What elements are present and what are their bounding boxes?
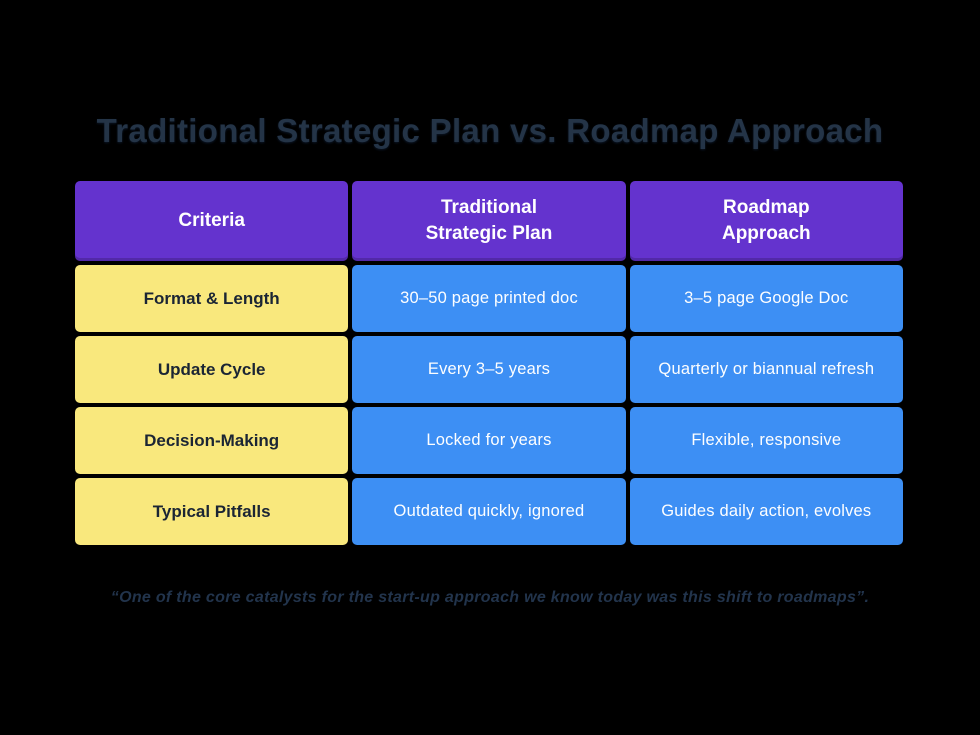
table-row-4-criteria: Typical Pitfalls bbox=[75, 478, 349, 545]
table-row-3-traditional: Locked for years bbox=[352, 407, 626, 474]
table-row-4-traditional: Outdated quickly, ignored bbox=[352, 478, 626, 545]
table-row-2-roadmap: Quarterly or biannual refresh bbox=[629, 336, 903, 403]
traditional-value: Locked for years bbox=[426, 431, 552, 449]
table-row-1-roadmap: 3–5 page Google Doc bbox=[629, 265, 903, 332]
table-row-1-traditional: 30–50 page printed doc bbox=[352, 265, 626, 332]
roadmap-value: Flexible, responsive bbox=[691, 431, 842, 449]
criteria-label: Typical Pitfalls bbox=[152, 501, 271, 521]
criteria-label: Format & Length bbox=[143, 288, 280, 308]
table-row-3-criteria: Decision-Making bbox=[75, 407, 349, 474]
traditional-value: 30–50 page printed doc bbox=[400, 289, 578, 307]
traditional-value: Outdated quickly, ignored bbox=[393, 502, 585, 520]
header-cell-roadmap: Roadmap Approach bbox=[629, 181, 903, 261]
table-row-4-roadmap: Guides daily action, evolves bbox=[629, 478, 903, 545]
table-row-1-criteria: Format & Length bbox=[75, 265, 349, 332]
roadmap-value: Quarterly or biannual refresh bbox=[658, 360, 875, 378]
roadmap-value: Guides daily action, evolves bbox=[661, 502, 872, 520]
header-cell-criteria: Criteria bbox=[75, 181, 349, 261]
table-row-2-traditional: Every 3–5 years bbox=[352, 336, 626, 403]
table-row-3-roadmap: Flexible, responsive bbox=[629, 407, 903, 474]
comparison-table: Criteria Traditional Strategic Plan Road… bbox=[75, 181, 903, 545]
criteria-label: Decision-Making bbox=[144, 430, 280, 450]
traditional-value: Every 3–5 years bbox=[427, 360, 551, 378]
header-label-criteria: Criteria bbox=[178, 210, 245, 232]
header-cell-traditional: Traditional Strategic Plan bbox=[352, 181, 626, 261]
page-title: Traditional Strategic Plan vs. Roadmap A… bbox=[96, 112, 884, 149]
header-label-roadmap: Roadmap Approach bbox=[721, 197, 811, 244]
header-label-traditional: Traditional Strategic Plan bbox=[425, 197, 553, 244]
table-row-2-criteria: Update Cycle bbox=[75, 336, 349, 403]
footer-quote: “One of the core catalysts for the start… bbox=[110, 589, 870, 606]
roadmap-value: 3–5 page Google Doc bbox=[684, 289, 849, 307]
criteria-label: Update Cycle bbox=[157, 359, 266, 379]
